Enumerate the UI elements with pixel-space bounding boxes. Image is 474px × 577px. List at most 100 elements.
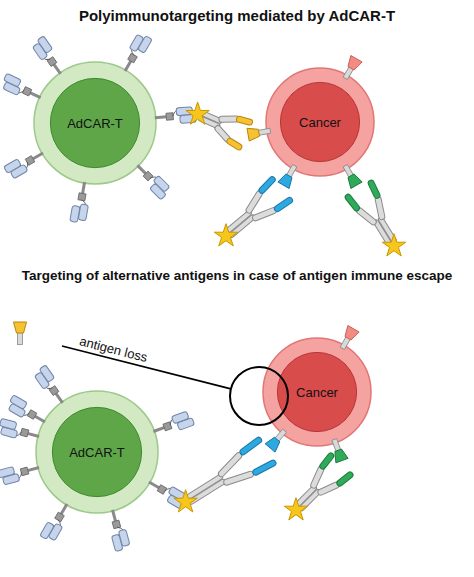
adapter-star: [186, 102, 209, 124]
antibody-chain-outline: [323, 456, 331, 466]
antibody-chain: [227, 474, 251, 482]
t-cell: AdCAR-T: [33, 61, 157, 185]
receptor-linker: [16, 82, 24, 93]
antigen-head: [14, 322, 27, 333]
antibody-chain-outline: [232, 218, 253, 235]
car-receptor: [8, 395, 45, 422]
antibody-chain: [321, 485, 337, 492]
receptor-stalk: [35, 416, 45, 422]
antibody-chain: [218, 129, 227, 140]
antigen-stalk: [18, 333, 23, 345]
car-receptor: [149, 482, 186, 509]
antibody-chain-outline: [221, 456, 238, 474]
receptor-linker: [165, 489, 173, 500]
antibody-chain-outline: [228, 213, 249, 230]
antibody-chain: [221, 456, 238, 474]
antibody-chain-outline: [314, 470, 321, 486]
receptor-hinge: [20, 428, 29, 437]
car-receptor: [153, 411, 194, 431]
antibody-chain: [188, 477, 220, 497]
scfv-domain: [0, 466, 15, 477]
scfv-domain: [4, 73, 22, 87]
antibody-chain: [302, 492, 318, 508]
antibody-chain-outline: [191, 482, 223, 502]
receptor-linker: [173, 111, 184, 119]
receptor-linker: [49, 520, 60, 528]
antibody-chain: [314, 470, 321, 486]
scfv-domain: [176, 107, 193, 116]
antibody-chain: [348, 197, 356, 208]
receptor-hinge: [166, 113, 174, 121]
antibody-chain-outline: [262, 180, 272, 191]
car-receptor: [155, 107, 197, 124]
antibody-chain-outline: [340, 475, 350, 483]
annotation-text: antigen loss: [78, 333, 149, 365]
receptor-hinge: [47, 57, 57, 67]
antibody-chain: [298, 488, 314, 504]
cancer-cell: Cancer: [265, 67, 375, 177]
antigen-head: [348, 174, 362, 189]
diagram-title: Polyimmunotargeting mediated by AdCAR-T: [0, 7, 474, 24]
receptor-stalk: [54, 64, 61, 74]
antigen-head: [278, 174, 292, 189]
antibody-chain-outline: [239, 119, 249, 122]
antibody-chain-outline: [277, 200, 289, 208]
receptor-hinge: [22, 87, 31, 96]
receptor-stalk: [149, 482, 159, 488]
receptor-hinge: [55, 512, 65, 522]
antibody-chain-outline: [230, 141, 239, 146]
receptor-hinge: [20, 467, 29, 476]
scfv-domain: [37, 36, 52, 53]
antibody-chain: [277, 200, 289, 208]
scfv-domain: [8, 403, 26, 418]
antibody-chain: [232, 218, 253, 235]
cell-label: AdCAR-T: [69, 445, 125, 460]
receptor-linker: [150, 177, 157, 189]
antibody-chain: [249, 194, 259, 210]
antibody-chain: [243, 440, 259, 452]
adapter-antibody: [348, 183, 394, 243]
scfv-domain: [34, 372, 49, 389]
antigen-head: [247, 128, 260, 141]
car-receptor: [0, 466, 39, 484]
antibody-chain: [256, 463, 273, 472]
scfv-domain: [2, 473, 19, 484]
receptor-linker: [170, 420, 182, 426]
scfv-domain: [4, 159, 22, 174]
car-receptor: [3, 73, 41, 97]
cancer-cell: Cancer: [262, 337, 372, 447]
adapter-star: [214, 224, 237, 246]
cell-nucleus: [52, 407, 141, 496]
antigen-head: [265, 437, 280, 452]
adapter-antibody: [298, 456, 350, 509]
antigen-head: [345, 326, 359, 341]
cell-nucleus: [50, 78, 139, 167]
antibody-chain-outline: [222, 115, 236, 122]
receptor-stalk: [30, 93, 41, 98]
receptor-hinge: [143, 171, 153, 181]
adapter-star: [382, 234, 405, 256]
receptor-stalk: [27, 433, 39, 436]
receptor-stalk: [113, 510, 116, 522]
car-receptor: [137, 165, 169, 200]
receptor-hinge: [25, 156, 35, 166]
antibody-chain: [203, 114, 219, 121]
antibody-chain-outline: [256, 211, 274, 218]
antibody-chain: [239, 119, 249, 122]
car-receptor: [34, 365, 62, 403]
car-receptor: [70, 182, 89, 222]
cell-membrane: [34, 62, 156, 184]
receptor-stalk: [137, 165, 145, 173]
receptor-linker: [76, 200, 86, 210]
receptor-linker: [46, 377, 52, 389]
receptor-stalk: [33, 153, 43, 159]
scfv-domain: [167, 495, 185, 510]
adapter-antibody: [228, 180, 290, 235]
receptor-linker: [44, 48, 50, 60]
scfv-domain: [118, 529, 129, 546]
antibody-chain: [378, 199, 382, 216]
receptor-hinge: [128, 53, 138, 63]
car-receptor: [125, 34, 152, 71]
antibody-chain-outline: [321, 485, 337, 492]
scfv-domain: [0, 427, 17, 438]
